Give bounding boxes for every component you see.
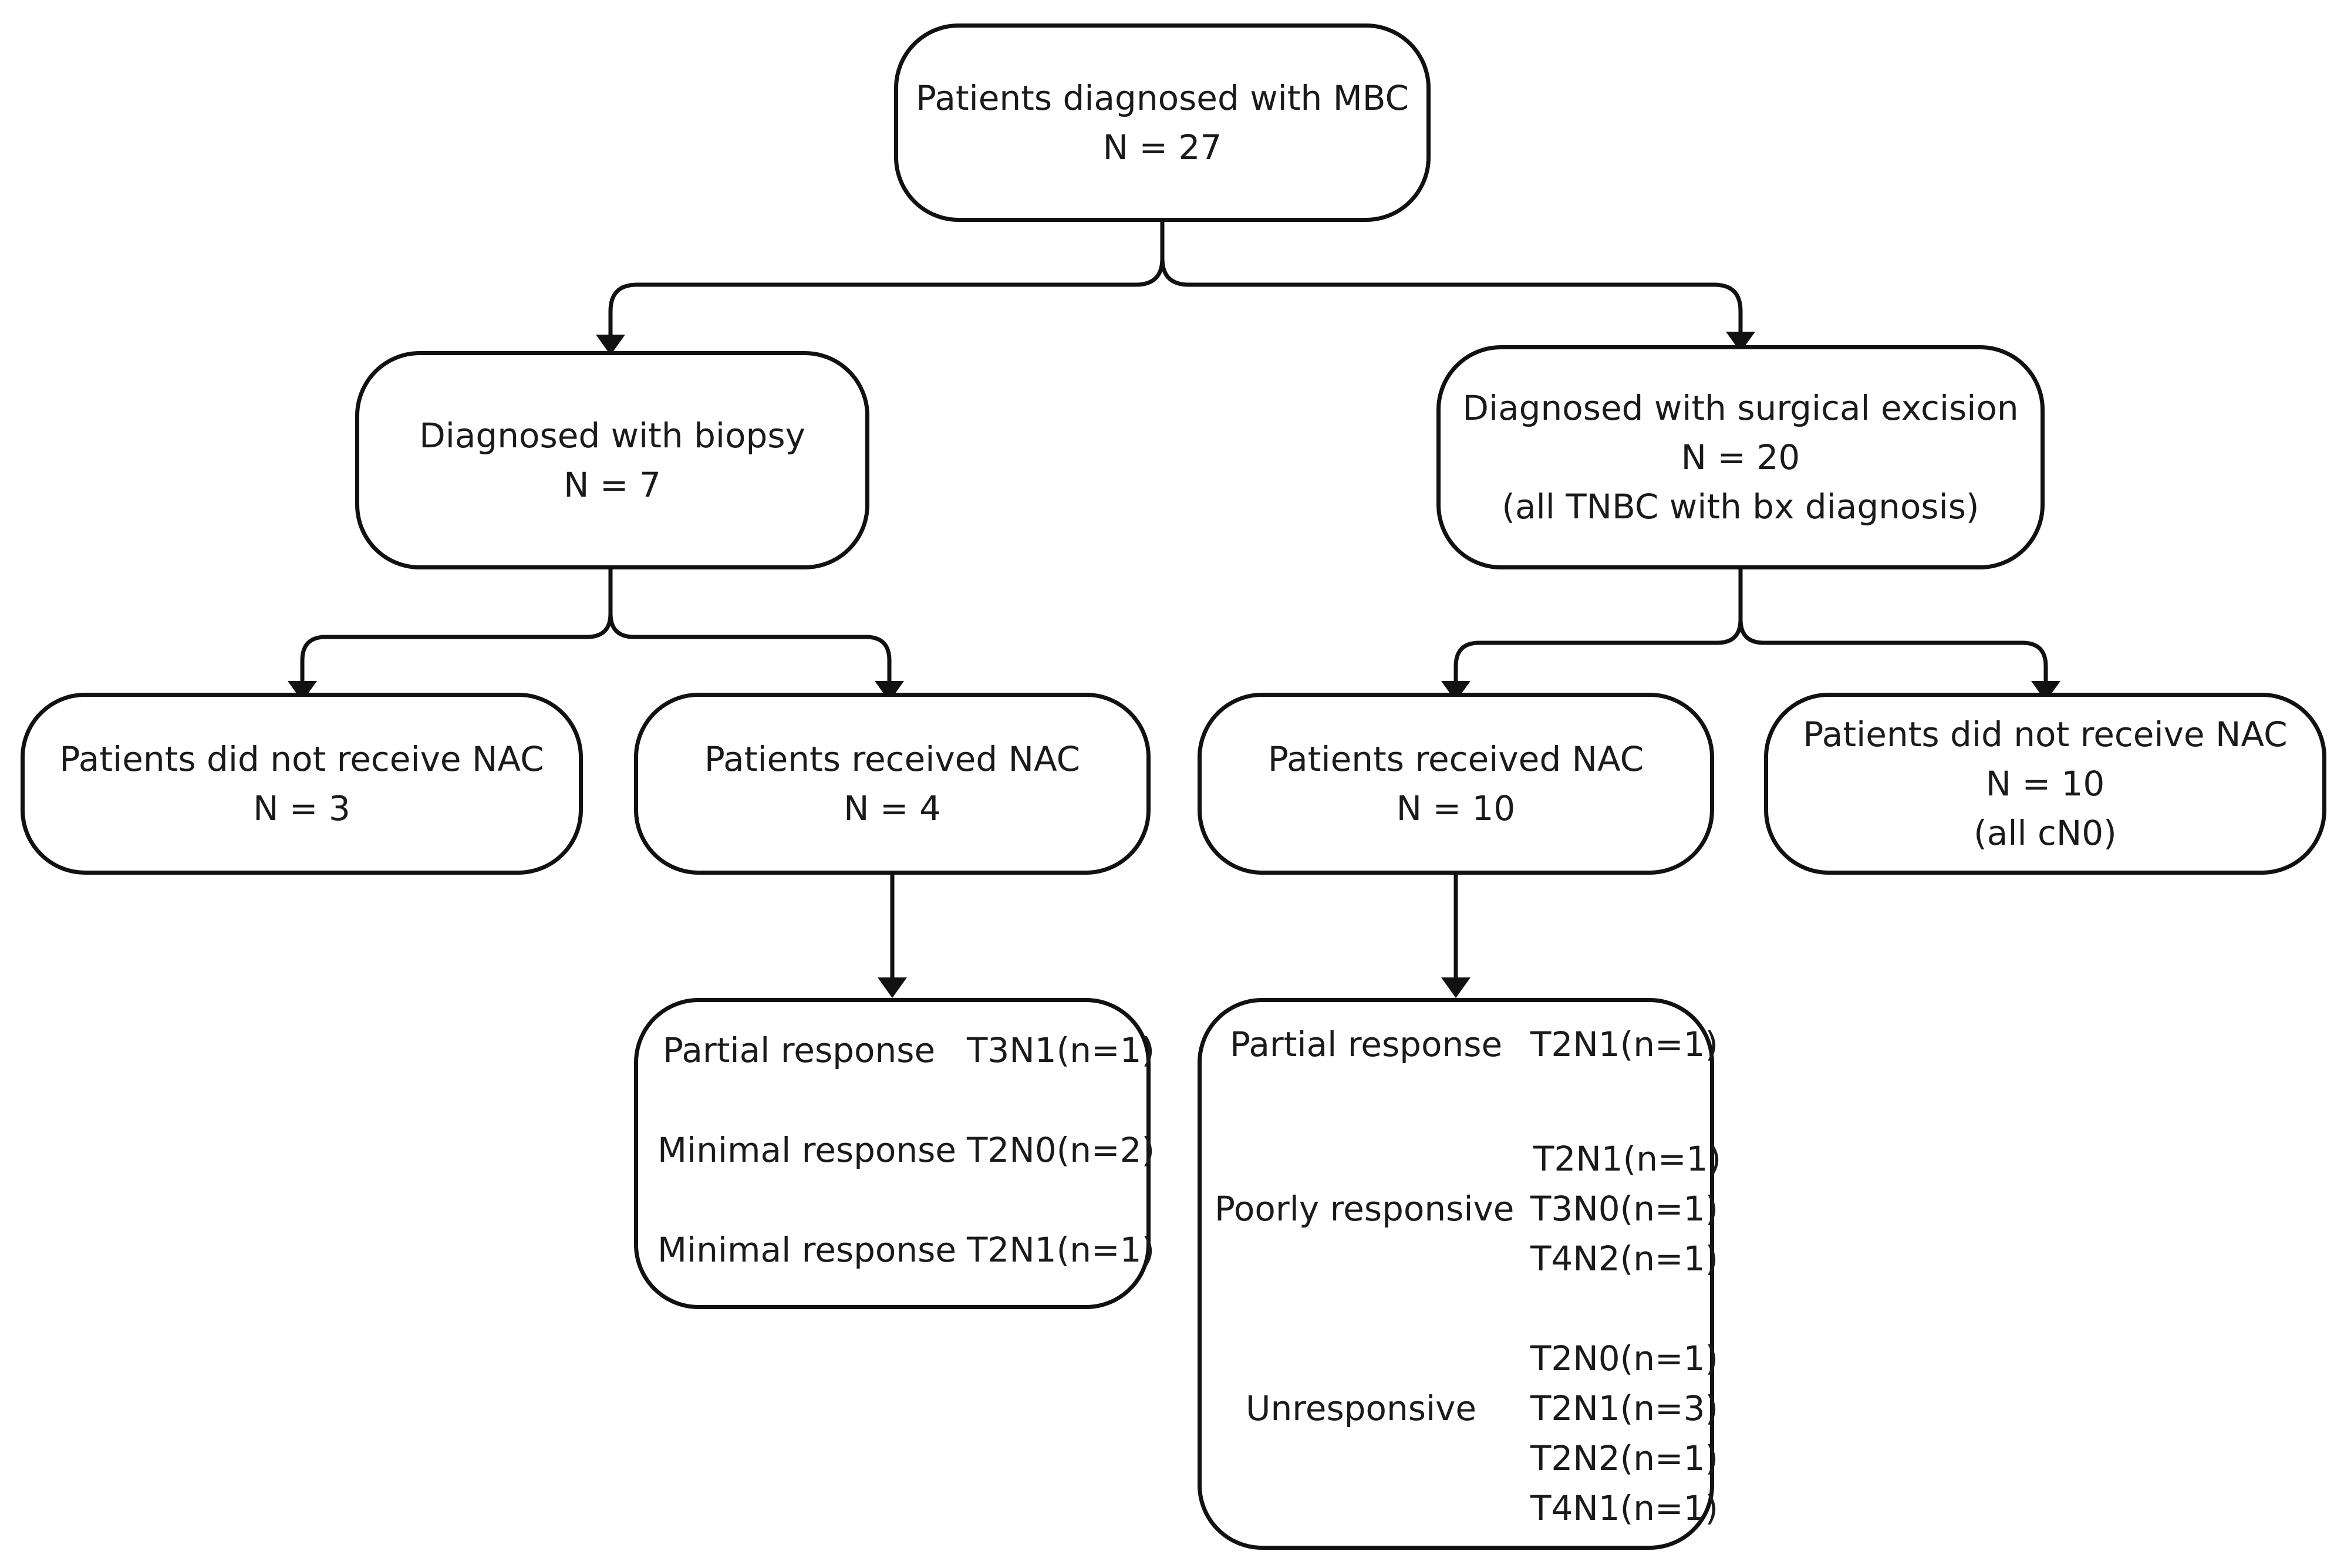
root-node: Patients diagnosed with MBC N = 27 <box>894 23 1431 222</box>
outcome-stage: T3N0(n=1) <box>1530 1189 1719 1229</box>
biopsy-nac-node: Patients received NAC N = 4 <box>634 693 1151 875</box>
connector-root-to-excision <box>1160 256 1743 334</box>
biopsy-title: Diagnosed with biopsy <box>419 416 805 456</box>
biopsy-count: N = 7 <box>564 465 661 505</box>
excision-nac-outcomes-box: Partial response T2N1(n=1) T2N1(n=1) Poo… <box>1198 998 1721 1550</box>
excision-no-nac-count: N = 10 <box>1985 764 2105 804</box>
connector-excision-to-nac <box>1453 617 1743 683</box>
biopsy-node: Diagnosed with biopsy N = 7 <box>355 351 869 569</box>
outcome-stage: T4N1(n=1) <box>1530 1488 1719 1528</box>
biopsy-nac-title: Patients received NAC <box>704 739 1081 779</box>
outcome-response: Minimal response <box>657 1130 957 1170</box>
excision-count: N = 20 <box>1681 437 1800 477</box>
biopsy-no-nac-title: Patients did not receive NAC <box>59 739 544 779</box>
outcome-response: Minimal response <box>657 1230 957 1270</box>
outcome-stage: T4N2(n=1) <box>1530 1239 1719 1279</box>
excision-nac-title: Patients received NAC <box>1267 739 1644 779</box>
biopsy-no-nac-count: N = 3 <box>253 788 350 828</box>
excision-nac-count: N = 10 <box>1396 788 1516 828</box>
excision-note: (all TNBC with bx diagnosis) <box>1502 487 1979 527</box>
outcome-stage: T2N0(n=2) <box>967 1130 1155 1170</box>
outcome-stage: T2N1(n=1) <box>1530 1024 1719 1064</box>
arrowhead-excision-outcomes <box>1441 977 1471 998</box>
arrowhead-biopsy-outcomes <box>878 977 907 998</box>
arrowhead-biopsy <box>596 335 625 355</box>
excision-no-nac-node: Patients did not receive NAC N = 10 (all… <box>1764 693 2326 875</box>
biopsy-nac-outcomes-box: Partial response T3N1(n=1) Minimal respo… <box>634 998 1155 1309</box>
root-title: Patients diagnosed with MBC <box>915 78 1409 118</box>
connector-root-to-biopsy <box>608 256 1165 337</box>
outcome-response: Poorly responsive <box>1215 1189 1515 1229</box>
connector-biopsy-to-no-nac <box>300 611 613 683</box>
connector-biopsy-to-nac <box>608 611 892 683</box>
outcome-response: Partial response <box>1230 1024 1503 1064</box>
arrowhead-excision-nac <box>1441 681 1471 702</box>
outcome-stage: T2N1(n=1) <box>1533 1139 1722 1179</box>
arrowhead-excision-no-nac <box>2031 681 2060 702</box>
arrowhead-biopsy-no-nac <box>288 681 317 702</box>
excision-title: Diagnosed with surgical excision <box>1462 388 2019 428</box>
arrowhead-excision <box>1726 332 1755 352</box>
outcome-stage: T2N0(n=1) <box>1530 1338 1719 1378</box>
connector-excision-to-no-nac <box>1738 617 2048 683</box>
arrowhead-biopsy-nac <box>875 681 904 702</box>
outcome-stage: T2N1(n=1) <box>967 1230 1155 1270</box>
excision-nac-node: Patients received NAC N = 10 <box>1198 693 1714 875</box>
outcome-stage: T2N1(n=3) <box>1530 1388 1719 1428</box>
outcome-stage: T3N1(n=1) <box>967 1030 1155 1070</box>
outcome-stage: T2N2(n=1) <box>1530 1438 1719 1478</box>
excision-no-nac-note: (all cN0) <box>1974 813 2117 853</box>
excision-node: Diagnosed with surgical excision N = 20 … <box>1436 345 2045 569</box>
outcome-response: Unresponsive <box>1246 1388 1477 1428</box>
biopsy-no-nac-node: Patients did not receive NAC N = 3 <box>21 693 583 875</box>
biopsy-nac-count: N = 4 <box>844 788 941 828</box>
outcome-response: Partial response <box>663 1030 936 1070</box>
root-count: N = 27 <box>1102 127 1222 167</box>
excision-no-nac-title: Patients did not receive NAC <box>1803 714 2288 754</box>
